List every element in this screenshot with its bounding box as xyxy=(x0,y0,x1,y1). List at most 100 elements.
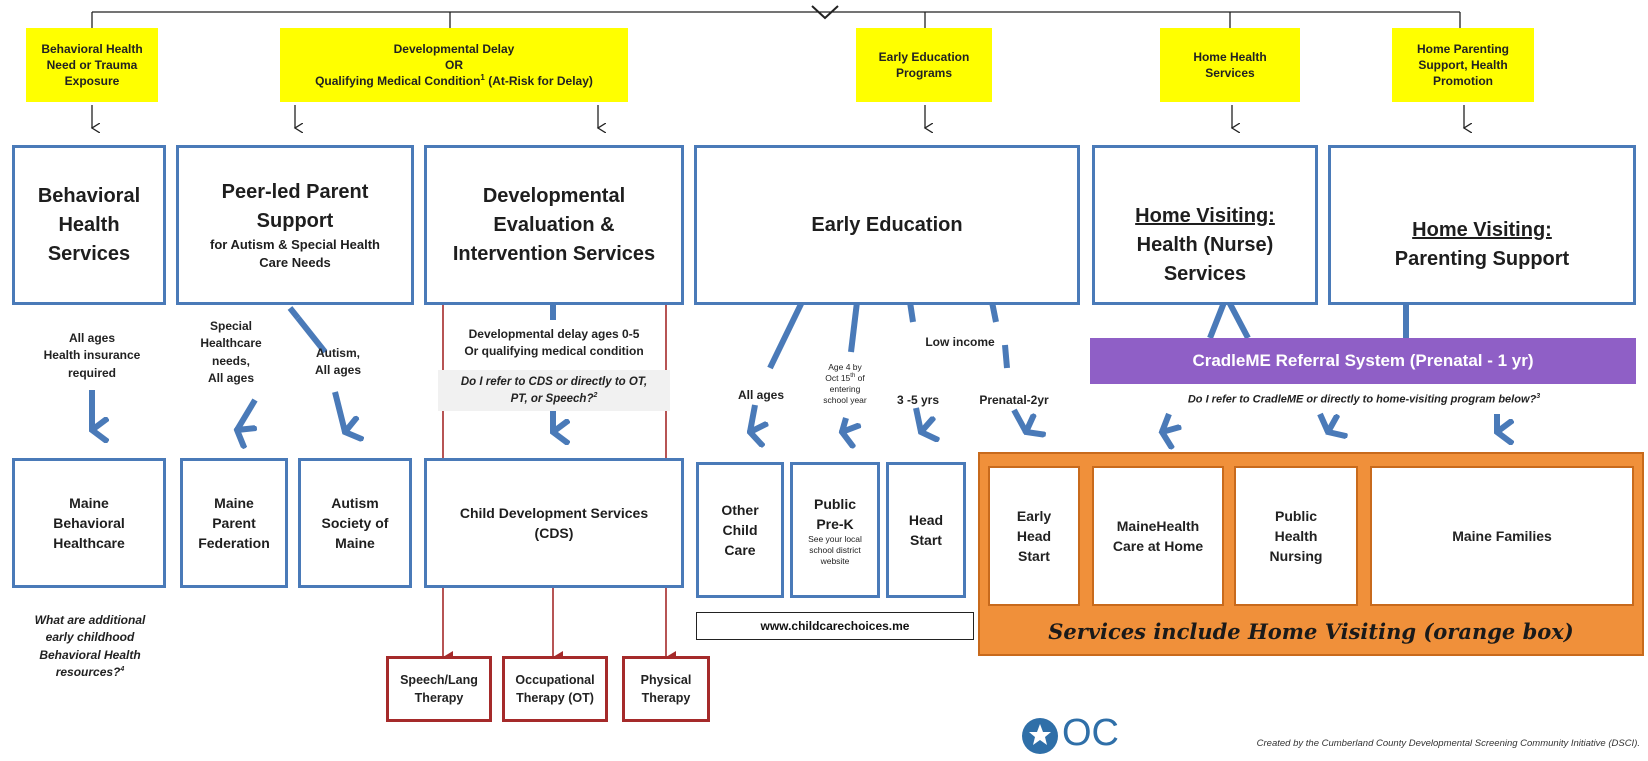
note-age4-line4: school year xyxy=(823,395,867,406)
footnote-3: 3 xyxy=(1536,393,1541,400)
home-visiting-label-nurse: Home Visiting: xyxy=(1135,204,1275,227)
provider-mbh-line2: Behavioral xyxy=(53,514,125,531)
provider-mpf-line3: Federation xyxy=(198,535,270,552)
note-behavioral-line3: required xyxy=(67,365,116,380)
category-home-parenting: Home Parenting Support, Health Promotion xyxy=(1392,28,1534,102)
note-special-line4: All ages xyxy=(207,371,255,386)
additional-line4: resources? xyxy=(55,665,121,680)
therapy-pt-line2: Therapy xyxy=(641,691,691,705)
provider-prek-line2: Pre-K xyxy=(816,516,854,533)
service-behavioral-line2: Health xyxy=(58,213,120,236)
category-early-ed-line1: Early Education xyxy=(878,49,970,64)
note-behavioral-line2: Health insurance xyxy=(43,348,141,363)
logo-globe-icon xyxy=(1022,718,1058,754)
provider-public-health-nursing: Public Health Nursing xyxy=(1234,466,1358,606)
note-age4-line2-wrap: Oct 15th of xyxy=(814,373,876,384)
provider-occ-line3: Care xyxy=(724,542,756,559)
category-home-health: Home Health Services xyxy=(1160,28,1300,102)
provider-cds-line1: Child Development Services xyxy=(459,504,649,521)
provider-ehs-line2: Head xyxy=(1016,527,1052,544)
home-visiting-label-parenting: Home Visiting: xyxy=(1412,219,1552,241)
additional-line2: early childhood xyxy=(45,630,135,645)
additional-resources-question[interactable]: What are additional early childhood Beha… xyxy=(12,612,168,682)
home-nurse-title: Health (Nurse) Services xyxy=(1136,233,1274,285)
provider-early-head-start: Early Head Start xyxy=(988,466,1080,606)
therapy-occupational: Occupational Therapy (OT) xyxy=(502,656,608,722)
provider-maine-behavioral-healthcare: Maine Behavioral Healthcare xyxy=(12,458,166,588)
note-autism-line1: Autism, xyxy=(315,346,360,360)
category-home-parenting-line3: Promotion xyxy=(1432,74,1493,89)
provider-prek-note2: school district xyxy=(809,544,861,555)
category-home-parenting-line2: Support, Health xyxy=(1418,57,1508,72)
provider-mpf-line1: Maine xyxy=(214,494,254,511)
service-dev-line3: Intervention Services xyxy=(452,242,656,265)
logo-text: OC xyxy=(1062,712,1119,754)
peer-sub-line2: Care Needs xyxy=(259,255,331,270)
note-low-income: Low income xyxy=(925,335,995,349)
website-childcarechoices[interactable]: www.childcarechoices.me xyxy=(696,612,974,640)
note-prenatal-2yr: Prenatal-2yr xyxy=(979,393,1049,407)
orange-box-caption: Services include Home Visiting (orange b… xyxy=(1048,618,1574,644)
note-cradleme-question-text: Do I refer to CradleME or directly to ho… xyxy=(1187,393,1537,406)
note-behavioral-requirements: All ages Health insurance required xyxy=(20,330,164,382)
provider-asm-line3: Maine xyxy=(335,535,375,552)
note-special-line1: Special xyxy=(209,319,253,333)
provider-mh-line2: Care at Home xyxy=(1112,538,1204,554)
provider-ehs-line1: Early xyxy=(1016,507,1052,524)
note-cradleme-question: Do I refer to CradleME or directly to ho… xyxy=(1080,392,1648,409)
credit-line: Created by the Cumberland County Develop… xyxy=(1256,738,1640,749)
provider-ehs-line3: Start xyxy=(1018,548,1050,565)
note-dev-line2: Or qualifying medical condition xyxy=(464,344,644,359)
service-early-education: Early Education xyxy=(694,145,1080,305)
service-peer-led-parent-support: Peer-led Parent Support for Autism & Spe… xyxy=(176,145,414,305)
provider-mbh-line1: Maine xyxy=(69,494,109,511)
category-dev-line3-text: Qualifying Medical Condition xyxy=(315,74,481,89)
provider-phn-line2: Health xyxy=(1274,527,1318,544)
service-home-visiting-nurse: Home Visiting: Health (Nurse) Services xyxy=(1092,145,1318,305)
service-behavioral-line3: Services xyxy=(47,242,131,265)
service-dev-line2: Evaluation & xyxy=(493,213,615,236)
note-cds-line2-wrap: PT, or Speech?2 xyxy=(438,391,670,408)
therapy-ot-line2: Therapy (OT) xyxy=(516,691,594,705)
therapy-speech-language: Speech/Lang Therapy xyxy=(386,656,492,722)
provider-mh-line1: MaineHealth xyxy=(1116,517,1200,534)
category-home-parenting-line1: Home Parenting xyxy=(1416,41,1509,56)
footnote-1: 1 xyxy=(480,73,485,83)
note-developmental-delay: Developmental delay ages 0-5 Or qualifyi… xyxy=(444,326,664,361)
provider-maine-parent-federation: Maine Parent Federation xyxy=(180,458,288,588)
provider-occ-line1: Other xyxy=(721,501,759,518)
blue-arrows xyxy=(89,298,1497,432)
note-special-line2: Healthcare xyxy=(200,336,262,351)
category-developmental-delay: Developmental Delay OR Qualifying Medica… xyxy=(280,28,628,102)
cradleme-referral-system: CradleME Referral System (Prenatal - 1 y… xyxy=(1090,338,1636,384)
note-cds-question: Do I refer to CDS or directly to OT, PT,… xyxy=(438,370,670,412)
top-connector xyxy=(91,5,1461,28)
note-3-5-years: 3 -5 yrs xyxy=(896,393,940,407)
provider-mpf-line2: Parent xyxy=(212,514,256,531)
provider-hs-line1: Head xyxy=(908,511,944,528)
note-age4-line3: entering xyxy=(829,384,861,395)
peer-title-line2: Support xyxy=(256,209,334,232)
provider-public-pre-k: Public Pre-K See your local school distr… xyxy=(790,462,880,598)
category-arrows xyxy=(92,105,1464,128)
note-age4-line2b: of xyxy=(857,373,865,384)
service-dev-line1: Developmental xyxy=(482,184,626,207)
note-age4-sup: th xyxy=(850,373,856,380)
service-behavioral-health: Behavioral Health Services xyxy=(12,145,166,305)
note-cds-line1: Do I refer to CDS or directly to OT, xyxy=(460,376,648,388)
category-dev-line2: OR xyxy=(444,57,463,72)
provider-prek-note3: website xyxy=(820,555,850,566)
provider-phn-line1: Public xyxy=(1274,507,1317,524)
additional-line3: Behavioral Health xyxy=(39,647,141,662)
service-early-ed-title: Early Education xyxy=(811,213,963,236)
therapy-physical: Physical Therapy xyxy=(622,656,710,722)
note-autism: Autism, All ages xyxy=(300,345,376,380)
additional-line1: What are additional xyxy=(34,613,146,627)
service-developmental-evaluation: Developmental Evaluation & Intervention … xyxy=(424,145,684,305)
provider-child-development-services: Child Development Services (CDS) xyxy=(424,458,684,588)
provider-occ-line2: Child xyxy=(722,521,758,538)
provider-asm-line2: Society of xyxy=(321,514,389,531)
service-home-visiting-parenting: Home Visiting: Parenting Support xyxy=(1328,145,1636,305)
category-dev-line3b: (At-Risk for Delay) xyxy=(488,74,593,89)
